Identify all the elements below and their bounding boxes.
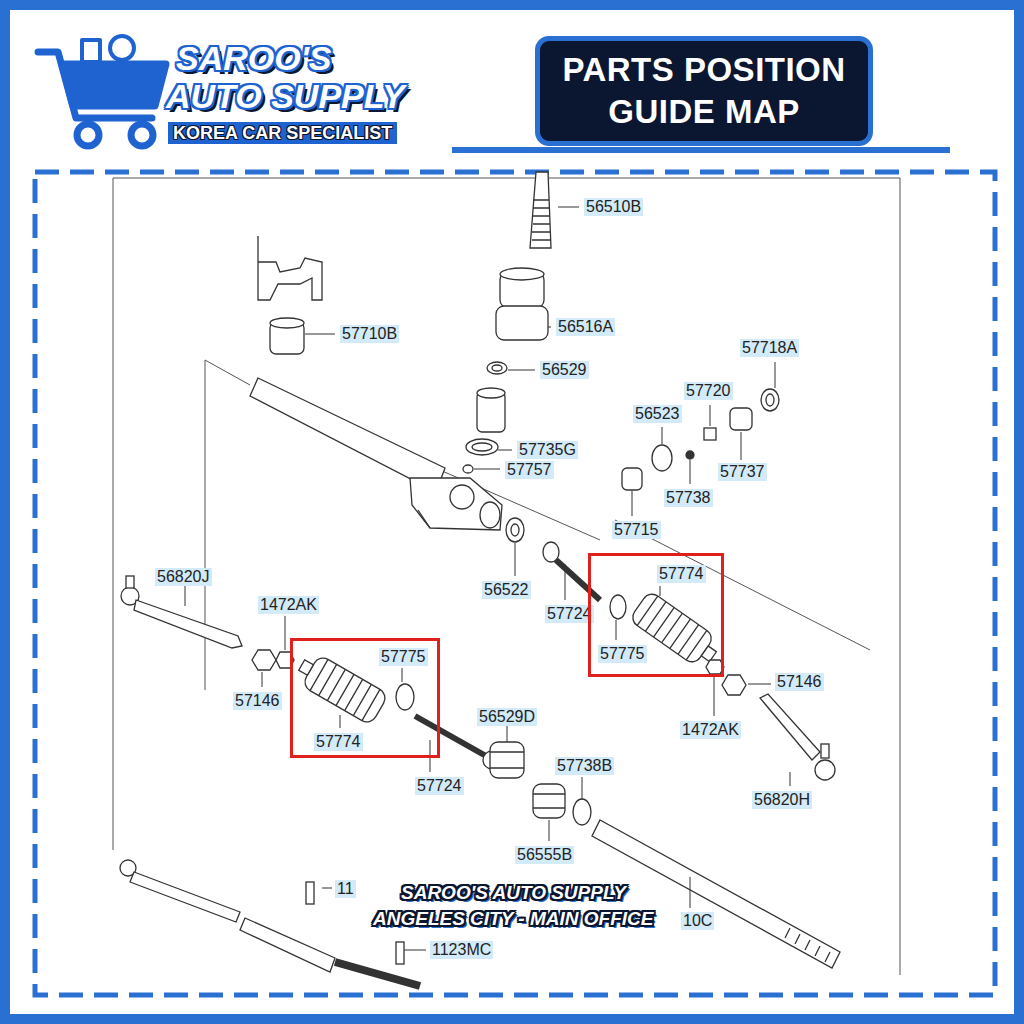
callout-number: 57146 (775, 673, 824, 691)
title-rule (452, 147, 950, 153)
callout-number: 57738 (664, 489, 713, 507)
highlight-box: 57774 57775 (588, 553, 724, 677)
callout-number: 57146 (233, 692, 282, 710)
callout-number: 57757 (505, 461, 554, 479)
callout-number: 57710B (340, 325, 399, 343)
drawing-frame (113, 178, 900, 975)
callout-number: 11 (335, 880, 356, 898)
callout-number: 57775 (598, 645, 647, 663)
callout-number: 56522 (482, 581, 531, 599)
callout-number: 56529 (540, 361, 589, 379)
callout-number: 56523 (633, 405, 682, 423)
callout-number: 57718A (740, 339, 799, 357)
callout-number: 57720 (684, 382, 733, 400)
leader-lines (185, 207, 790, 950)
callout-number: 56510B (584, 198, 643, 216)
page-title: PARTS POSITION GUIDE MAP (535, 36, 873, 146)
watermark: SAROO'S AUTO SUPPLY (401, 881, 626, 905)
callout-number: 56820J (155, 568, 212, 586)
page-frame (5, 5, 1019, 1019)
callout-number: 57774 (314, 733, 363, 751)
callout-number: 57737 (718, 463, 767, 481)
callout-number: 57715 (612, 521, 661, 539)
callout-number: 56516A (556, 318, 615, 336)
cart-logo (38, 36, 166, 146)
callout-number: 57738B (555, 757, 614, 775)
watermark: ANGELES CITY - MAIN OFFICE (373, 907, 653, 931)
highlight-box: 57775 57774 (290, 638, 440, 758)
callout-number: 1472AK (258, 596, 319, 614)
steering-parts (120, 172, 840, 986)
callout-number: 57775 (379, 648, 428, 666)
callout-number: 57724 (545, 605, 594, 623)
dashed-frame (35, 172, 995, 995)
callout-number: 57724 (415, 777, 464, 795)
callout-number: 57774 (657, 565, 706, 583)
callout-number: 56529D (477, 708, 537, 726)
callout-number: 1123MC (430, 941, 493, 959)
brand-name: AUTO SUPPLY (166, 78, 405, 114)
brand-name: SAROO'S (176, 40, 331, 76)
callout-number: 57735G (517, 441, 578, 459)
callout-number: 10C (681, 912, 714, 930)
brand-slogan: KOREA CAR SPECIALIST (168, 122, 397, 144)
callout-number: 56555B (515, 846, 574, 864)
callout-number: 1472AK (680, 721, 741, 739)
callout-number: 56820H (752, 791, 812, 809)
